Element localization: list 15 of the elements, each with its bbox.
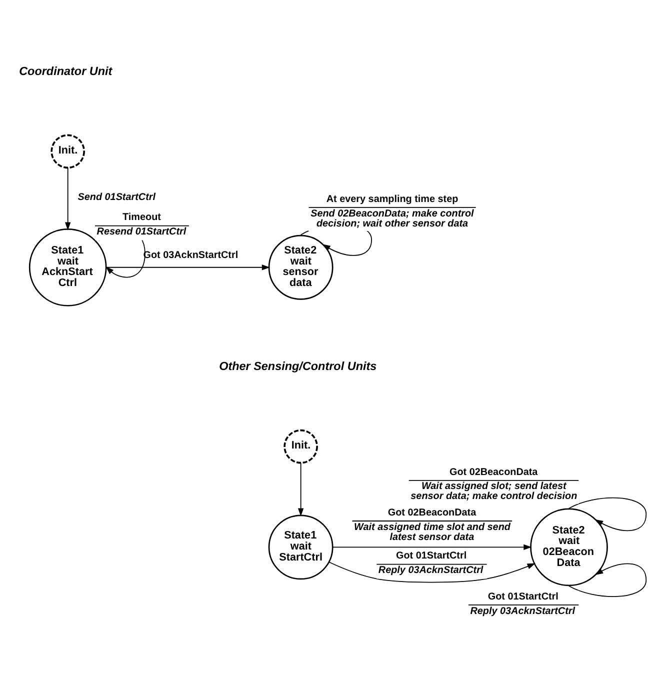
edge-label: Send 02BeaconData; make control decision; wait other sensor data <box>310 208 474 229</box>
edge-label: Send 01StartCtrl <box>78 192 156 203</box>
edge-label: Got 02BeaconData <box>449 466 538 478</box>
edge-label: At every sampling time step <box>326 193 458 204</box>
edge-label: Reply 03AcknStartCtrl <box>378 564 484 576</box>
edge-label: Reply 03AcknStartCtrl <box>470 605 576 616</box>
edge-label: Wait assigned time slot and send latest sensor data <box>354 521 510 542</box>
edge-label: Resend 01StartCtrl <box>96 226 186 238</box>
label: Other Sensing/Control Units <box>219 360 377 373</box>
edge-label: Got 01StartCtrl <box>488 590 558 602</box>
label: Coordinator Unit <box>19 64 112 78</box>
edge-label: Got 02BeaconData <box>388 506 476 518</box>
edge-label: Timeout <box>122 212 161 223</box>
edge-label: Wait assigned slot; send latest sensor data; make control decision <box>410 480 578 502</box>
edge-label: Got 01StartCtrl <box>396 550 467 562</box>
